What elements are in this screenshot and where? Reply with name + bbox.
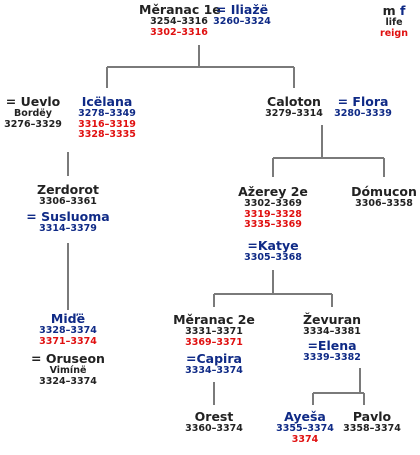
person-meranac-1e: Měranac 1e 3254–3316 3302–3316 — [139, 2, 221, 38]
person-name: Zerdorot — [37, 182, 99, 197]
life-dates: 3260–3324 — [213, 16, 271, 27]
person-name: Ževuran — [302, 312, 362, 327]
life-dates: 3276–3329 — [4, 118, 62, 130]
life-dates: 3314–3379 — [39, 223, 97, 234]
life-dates: 3306–3361 — [39, 196, 97, 207]
person-meranac-2e: Měranac 2e 3331–3371 3369–3371 — [169, 313, 259, 348]
person-uevlo: = Uevlo Bordëy 3276–3329 — [2, 95, 64, 130]
reign-dates: 3302–3316 — [150, 26, 208, 38]
person-name: = Uevlo — [5, 94, 61, 109]
legend-reign: reign — [380, 27, 408, 39]
person-capira: =Capira 3334–3374 — [169, 352, 259, 377]
person-caloton: Caloton 3279–3314 — [258, 95, 330, 120]
reign-dates-1: 3319–3328 — [244, 208, 302, 220]
reign-dates: 3374 — [291, 433, 319, 445]
person-pavlo: Pavlo 3358–3374 — [338, 410, 406, 435]
life-dates: 3305–3368 — [244, 252, 302, 263]
person-elena: =Elena 3339–3382 — [296, 339, 368, 364]
legend-life: life — [385, 17, 403, 28]
legend-male: m — [382, 3, 396, 18]
person-name: Ažerey 2e — [238, 184, 308, 199]
legend: m f life reign — [372, 4, 416, 39]
reign-dates-2: 3328–3335 — [78, 129, 136, 141]
person-domucon: Dómucon 3306–3358 — [350, 185, 418, 210]
life-dates: 3334–3374 — [185, 365, 243, 376]
person-name: Měranac 2e — [173, 312, 255, 327]
person-name: =Elena — [307, 338, 357, 353]
life-dates: 3331–3371 — [185, 326, 243, 337]
person-iliaze: = Iliažë 3260–3324 — [204, 3, 280, 28]
life-dates: 3279–3314 — [265, 108, 323, 119]
life-dates: 3278–3349 — [78, 108, 136, 119]
person-name: Dómucon — [351, 184, 417, 199]
reign-dates-2: 3335–3369 — [244, 219, 302, 231]
legend-gender: m f — [372, 4, 416, 18]
person-name: = Flora — [337, 94, 389, 109]
life-dates: 3355–3374 — [276, 423, 334, 434]
reign-dates: 3371–3374 — [39, 335, 97, 347]
life-dates: 3302–3369 — [244, 198, 302, 209]
person-katye: =Katye 3305–3368 — [233, 239, 313, 264]
life-dates: 3328–3374 — [39, 325, 97, 336]
person-name: = Oruseon — [31, 351, 105, 366]
person-name: =Katye — [247, 238, 299, 253]
person-oruseon: = Oruseon Vimínë 3324–3374 — [18, 352, 118, 387]
reign-dates-1: 3316–3319 — [78, 118, 136, 130]
person-flora: = Flora 3280–3339 — [330, 95, 396, 120]
legend-female: f — [399, 3, 406, 18]
person-azerey-2e: Ažerey 2e 3302–3369 3319–3328 3335–3369 — [233, 185, 313, 231]
person-name: Icëlana — [81, 94, 133, 109]
life-dates: 3324–3374 — [39, 375, 97, 387]
life-dates: 3254–3316 — [150, 16, 208, 27]
house-name: Bordëy — [14, 108, 52, 119]
person-name: = Iliažë — [215, 2, 269, 17]
person-icelana: Icëlana 3278–3349 3316–3319 3328–3335 — [74, 95, 140, 141]
person-name: Orest — [194, 409, 234, 424]
person-name: Pavlo — [352, 409, 392, 424]
person-name: Měranac 1e — [139, 2, 221, 17]
life-dates: 3339–3382 — [303, 352, 361, 363]
person-zevuran: Ževuran 3334–3381 — [296, 313, 368, 338]
person-orest: Orest 3360–3374 — [176, 410, 252, 435]
person-susluoma: = Susluoma 3314–3379 — [18, 210, 118, 235]
life-dates: 3358–3374 — [343, 423, 401, 434]
person-name: Miďë — [50, 311, 86, 326]
person-name: Ayeša — [284, 409, 326, 424]
person-name: Caloton — [267, 94, 321, 109]
person-mide: Miďë 3328–3374 3371–3374 — [28, 312, 108, 347]
person-name: = Susluoma — [26, 209, 110, 224]
house-name: Vimínë — [49, 365, 87, 376]
life-dates: 3334–3381 — [303, 326, 361, 337]
person-zerdorot: Zerdorot 3306–3361 — [28, 183, 108, 208]
life-dates: 3306–3358 — [355, 198, 413, 209]
life-dates: 3360–3374 — [185, 423, 243, 434]
life-dates: 3280–3339 — [334, 108, 392, 119]
person-ayesa: Ayeša 3355–3374 3374 — [270, 410, 340, 445]
person-name: =Capira — [186, 351, 242, 366]
reign-dates: 3369–3371 — [185, 336, 243, 348]
